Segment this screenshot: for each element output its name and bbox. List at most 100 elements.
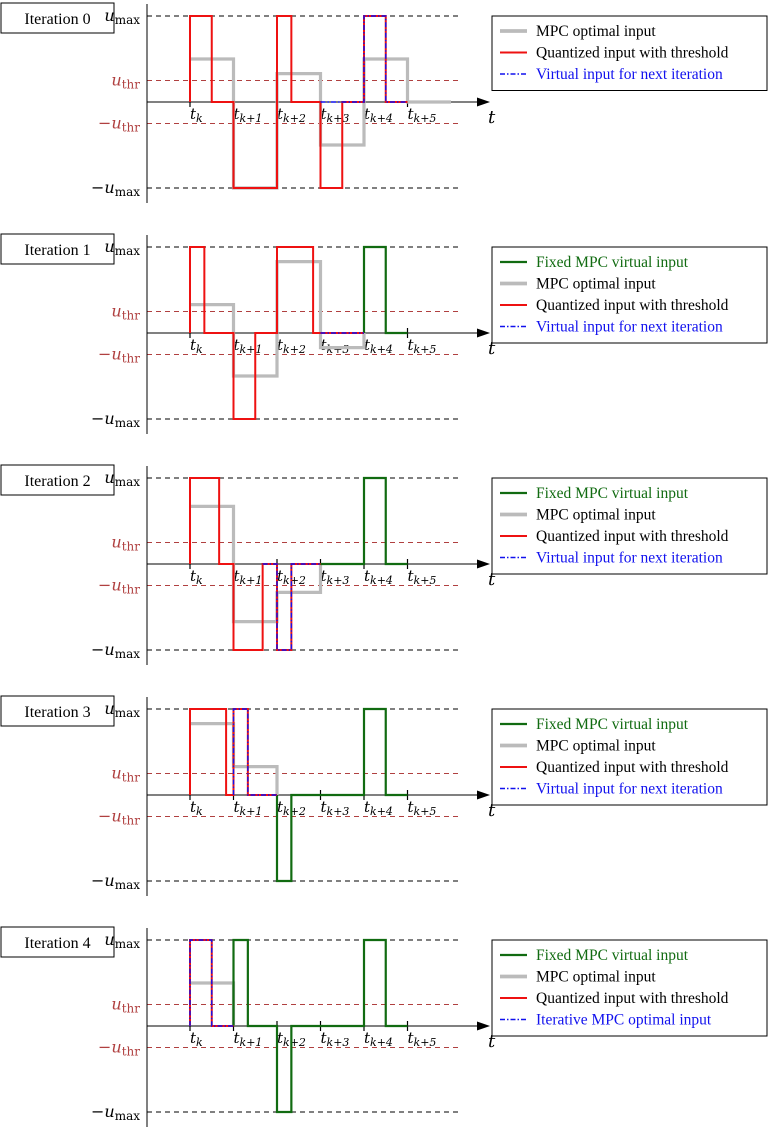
time-axis-label: t: [488, 569, 496, 590]
time-tick-label: tk+5: [408, 1029, 437, 1049]
time-axis-arrow: [477, 790, 490, 800]
time-tick-label: tk: [190, 567, 203, 587]
neg-umax-label: −umax: [91, 1102, 140, 1123]
umax-label: umax: [104, 699, 140, 720]
panel-iteration-3: Iteration 3 umax uthr −uthr −umax t tk tk+1 tk+2…: [0, 695, 768, 896]
neg-uthr-label: −uthr: [98, 576, 140, 597]
time-tick-label: tk+4: [364, 336, 393, 356]
time-axis-label: t: [488, 338, 496, 359]
series-virtual: [262, 563, 321, 651]
legend-box: [491, 246, 768, 344]
time-tick-label: tk+1: [234, 798, 263, 818]
iteration-label-box: [0, 233, 115, 265]
time-tick-label: tk+3: [321, 336, 350, 356]
legend-label-fixed: Fixed MPC virtual input: [536, 485, 689, 502]
legend-label-quantized: Quantized input with threshold: [536, 297, 729, 314]
neg-umax-label: −umax: [91, 409, 140, 430]
legend-label-virtual: Iterative MPC optimal input: [536, 1012, 712, 1029]
series-quantized: [189, 477, 321, 651]
neg-umax-label: −umax: [91, 640, 140, 661]
uthr-label: uthr: [111, 995, 140, 1016]
iteration-label: Iteration 2: [24, 473, 90, 490]
iteration-label: Iteration 0: [24, 11, 90, 28]
time-tick-label: tk+1: [234, 336, 263, 356]
legend-label-mpc-optimal: MPC optimal input: [536, 23, 656, 40]
legend-label-mpc-optimal: MPC optimal input: [536, 738, 656, 755]
umax-label: umax: [104, 930, 140, 951]
time-tick-label: tk+3: [321, 567, 350, 587]
time-axis-arrow: [477, 328, 490, 338]
panel-iteration-4: Iteration 4 umax uthr −uthr −umax t tk tk+1 tk+2…: [0, 926, 768, 1127]
uthr-label: uthr: [111, 71, 140, 92]
legend-label-quantized: Quantized input with threshold: [536, 990, 729, 1007]
series-fixed: [232, 938, 408, 1114]
time-tick-label: tk+2: [277, 336, 306, 356]
time-axis-arrow: [477, 97, 490, 107]
umax-label: umax: [104, 468, 140, 489]
legend-label-fixed: Fixed MPC virtual input: [536, 716, 689, 733]
time-tick-label: tk+4: [364, 798, 393, 818]
time-axis-arrow: [477, 1021, 490, 1031]
neg-uthr-label: −uthr: [98, 345, 140, 366]
time-tick-label: tk+5: [408, 105, 437, 125]
series-fixed: [362, 245, 408, 335]
time-tick-label: tk+3: [321, 798, 350, 818]
legend-label-virtual: Virtual input for next iteration: [536, 319, 723, 336]
time-tick-label: tk+1: [234, 567, 263, 587]
series-virtual: [320, 15, 408, 103]
time-tick-label: tk+1: [234, 1029, 263, 1049]
iteration-label: Iteration 3: [24, 704, 90, 721]
time-tick-label: tk+4: [364, 1029, 393, 1049]
series-quantized: [189, 246, 364, 420]
legend-box: [491, 15, 768, 91]
legend-label-virtual: Virtual input for next iteration: [536, 66, 723, 83]
series-virtual: [189, 939, 234, 1027]
time-tick-label: tk+3: [321, 105, 350, 125]
uthr-label: uthr: [111, 302, 140, 323]
time-tick-label: tk+2: [277, 798, 306, 818]
neg-uthr-label: −uthr: [98, 807, 140, 828]
legend-label-mpc-optimal: MPC optimal input: [536, 507, 656, 524]
time-tick-label: tk+2: [277, 567, 306, 587]
time-tick-label: tk+2: [277, 105, 306, 125]
legend-box: [491, 939, 768, 1037]
neg-uthr-label: −uthr: [98, 1038, 140, 1059]
neg-uthr-label: −uthr: [98, 114, 140, 135]
legend-label-fixed: Fixed MPC virtual input: [536, 947, 689, 964]
legend-label-quantized: Quantized input with threshold: [536, 45, 729, 62]
neg-umax-label: −umax: [91, 871, 140, 892]
time-tick-label: tk: [190, 1029, 203, 1049]
legend-label-quantized: Quantized input with threshold: [536, 528, 729, 545]
time-axis-label: t: [488, 1031, 496, 1052]
time-tick-label: tk+5: [408, 798, 437, 818]
uthr-label: uthr: [111, 764, 140, 785]
time-tick-label: tk+4: [364, 567, 393, 587]
legend-label-virtual: Virtual input for next iteration: [536, 550, 723, 567]
legend-label-quantized: Quantized input with threshold: [536, 759, 729, 776]
uthr-label: uthr: [111, 533, 140, 554]
time-tick-label: tk: [190, 798, 203, 818]
legend-label-mpc-optimal: MPC optimal input: [536, 276, 656, 293]
time-tick-label: tk+1: [234, 105, 263, 125]
iteration-label-box: [0, 2, 115, 34]
time-tick-label: tk: [190, 336, 203, 356]
panel-iteration-2: Iteration 2 umax uthr −uthr −umax t tk tk+1 tk+2…: [0, 464, 768, 665]
legend-label-fixed: Fixed MPC virtual input: [536, 254, 689, 271]
time-tick-label: tk+2: [277, 1029, 306, 1049]
series-fixed: [275, 707, 408, 883]
iteration-label: Iteration 4: [24, 935, 90, 952]
iteration-label-box: [0, 464, 115, 496]
iteration-label-box: [0, 926, 115, 958]
time-tick-label: tk+3: [321, 1029, 350, 1049]
legend-label-virtual: Virtual input for next iteration: [536, 781, 723, 798]
time-tick-label: tk+4: [364, 105, 393, 125]
time-tick-label: tk+5: [408, 336, 437, 356]
legend-label-mpc-optimal: MPC optimal input: [536, 969, 656, 986]
time-axis-label: t: [488, 800, 496, 821]
legend-box: [491, 708, 768, 806]
time-axis-arrow: [477, 559, 490, 569]
iteration-label: Iteration 1: [24, 242, 90, 259]
